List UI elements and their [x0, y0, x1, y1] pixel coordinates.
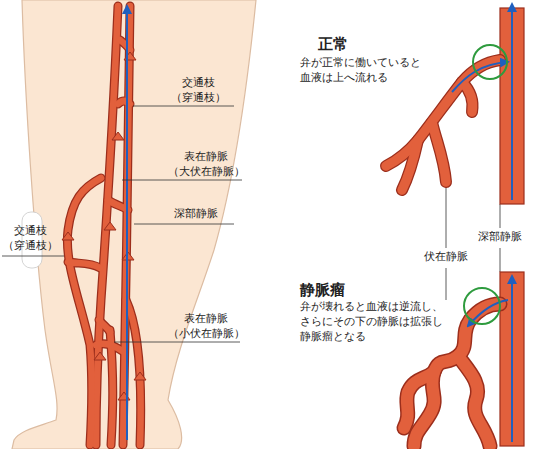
- vein-label: 深部静脈: [478, 230, 522, 245]
- saphenous-outline: [386, 60, 500, 190]
- vein-label: 弁が正常に働いていると 血液は上へ流れる: [300, 56, 421, 86]
- section-heading: 静脈瘤: [300, 280, 345, 300]
- vein-label: 表在静脈 （小伏在静脈）: [168, 312, 245, 342]
- valve-circle: [473, 45, 507, 79]
- valve: [62, 52, 146, 400]
- valve-circle: [464, 288, 500, 324]
- vein-fill: [67, 6, 140, 445]
- vein-outline: [67, 6, 140, 445]
- flow-arrow: [511, 276, 513, 442]
- vein-label: 交通枝 （穿通枝）: [171, 76, 226, 106]
- flow-arrow: [126, 6, 128, 440]
- saphenous-fill: [386, 60, 500, 190]
- vein-label: 深部静脈: [174, 207, 218, 222]
- vein-label: 交通枝 （穿通枝）: [3, 224, 58, 254]
- vein-label: 弁が壊れると血液は逆流し、 さらにその下の静脈は拡張し 静脈瘤となる: [300, 300, 443, 345]
- section-heading: 正常: [318, 34, 348, 54]
- flow-arrow: [511, 4, 513, 200]
- vein-label: 伏在静脈: [424, 250, 468, 265]
- vein-label: 表在静脈 （大伏在静脈）: [168, 150, 245, 180]
- leg-outline: [12, 0, 256, 449]
